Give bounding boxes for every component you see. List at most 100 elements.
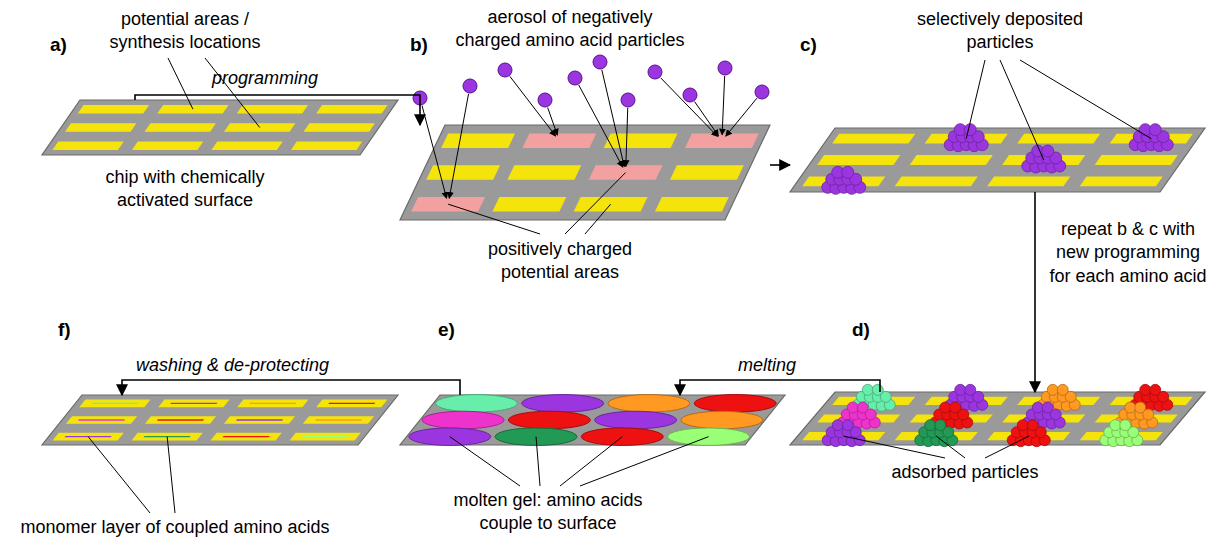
amino-acid-particle (965, 384, 976, 395)
chip-drawing (790, 124, 1205, 195)
chip-panel: d) (790, 392, 1205, 445)
synthesis-cell (426, 165, 500, 180)
step-label: programming (205, 67, 325, 90)
coupled-cell (328, 403, 375, 404)
amino-acid-particle (1149, 124, 1161, 136)
amino-acid-particle (1017, 420, 1028, 431)
step-label: repeat b & c with new programming for ea… (1044, 218, 1212, 288)
synthesis-cell (158, 400, 229, 408)
callout-label: aerosol of negatively charged amino acid… (454, 6, 686, 53)
coupled-cell (91, 403, 138, 404)
synthesis-cell (79, 400, 150, 408)
chip-drawing (790, 384, 1205, 446)
deposition-arrow (422, 106, 447, 199)
synthesis-cell (441, 134, 515, 149)
synthesis-cell (132, 142, 203, 150)
deposition-arrow (722, 76, 725, 135)
synthesis-cell (574, 197, 648, 212)
leader-line (580, 437, 709, 486)
synthesis-cell (66, 416, 137, 424)
chip-surface (42, 395, 398, 445)
callout-label: monomer layer of coupled amino acids (3, 516, 348, 539)
amino-acid-particle (1042, 402, 1053, 413)
molten-gel (508, 411, 590, 429)
coupled-cell (170, 403, 217, 404)
amino-acid-particle (1047, 384, 1058, 395)
panel-letter: c) (800, 35, 817, 56)
synthesis-cell (685, 134, 759, 149)
deposition-arrow (626, 108, 628, 167)
amino-acid-particle (950, 402, 961, 413)
amino-acid-particle (832, 420, 843, 431)
leader-line (1000, 60, 1044, 160)
amino-acid-particle (1032, 402, 1043, 413)
amino-acid-particle (1057, 384, 1068, 395)
deposition-arrow (449, 94, 468, 198)
callout-label: chip with chemically activated surface (85, 166, 285, 213)
leader-line (966, 60, 985, 139)
leader-line (560, 437, 622, 486)
chip-panel: c) (790, 128, 1205, 192)
synthesis-cell (1017, 134, 1100, 144)
aerosol-particle (498, 63, 512, 77)
deposition-arrow (661, 78, 718, 137)
synthesis-cell (910, 155, 993, 165)
synthesis-cell (211, 433, 282, 441)
deposition-arrow (510, 76, 556, 136)
synthesis-cell (832, 134, 915, 144)
synthesis-cell (895, 176, 978, 186)
aerosol-particle (718, 61, 732, 75)
chip-drawing (42, 395, 398, 445)
leader-line (167, 437, 175, 513)
amino-acid-particle (842, 166, 854, 178)
synthesis-cell (78, 105, 149, 113)
leader-line (985, 436, 1029, 458)
coupled-cell (249, 403, 296, 404)
chip-drawing (400, 395, 785, 446)
chip-surface (42, 100, 398, 155)
synthesis-cell (492, 197, 566, 212)
leader-line (585, 204, 611, 234)
process-arrow (1034, 192, 1036, 392)
callout-label: selectively deposited particles (900, 8, 1100, 55)
amino-acid-particle (842, 420, 853, 431)
amino-acid-particle (862, 384, 873, 395)
deposition-arrow (602, 70, 624, 167)
amino-acid-particle (847, 402, 858, 413)
coupled-cell (223, 436, 270, 437)
synthesis-cell (507, 165, 581, 180)
step-label: melting (722, 354, 812, 377)
deposition-arrow (579, 85, 623, 167)
deposition-arrow (726, 98, 757, 136)
synthesis-cell (303, 416, 374, 424)
synthesis-cell (237, 400, 308, 408)
synthesis-cell (316, 105, 387, 113)
leader-line (844, 436, 945, 458)
synthesis-cell (290, 433, 361, 441)
leader-line (88, 437, 150, 513)
step-label: washing & de-protecting (110, 354, 355, 377)
molten-gel (422, 411, 504, 429)
callout-label: potential areas / synthesis locations (85, 8, 285, 55)
molten-gel (681, 411, 763, 429)
synthesis-cell (1095, 155, 1178, 165)
aerosol-particle (568, 71, 582, 85)
coupled-cell (302, 436, 349, 437)
panel-letter: a) (50, 35, 67, 56)
amino-acid-particle (935, 420, 946, 431)
synthesis-cell (817, 155, 900, 165)
amino-acid-particle (1135, 402, 1146, 413)
synthesis-cell (604, 134, 678, 149)
molten-gel (522, 395, 604, 413)
process-arrow (770, 164, 790, 166)
synthesis-cell (291, 142, 362, 150)
synthesis-cell (65, 123, 136, 131)
synthesis-cell (522, 134, 596, 149)
synthesis-cell (655, 197, 729, 212)
callout-label: molten gel: amino acids couple to surfac… (437, 489, 659, 536)
synthesis-cell (670, 165, 744, 180)
leader-line (565, 173, 626, 235)
leader-line (536, 437, 540, 486)
amino-acid-particle (964, 124, 976, 136)
callout-label: positively charged potential areas (460, 238, 660, 285)
